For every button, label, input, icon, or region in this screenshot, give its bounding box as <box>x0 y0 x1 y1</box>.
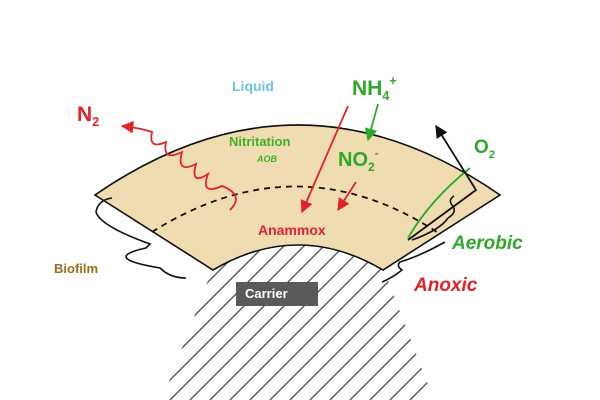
anoxic-label: Anoxic <box>414 275 478 296</box>
concentration-axis <box>407 124 478 241</box>
anoxic-brace <box>381 241 446 283</box>
carrier-label: Carrier <box>245 286 288 301</box>
o2-diffusion-curve <box>407 167 471 239</box>
aerobic-brace <box>447 195 456 219</box>
liquid-label: Liquid <box>232 78 274 94</box>
n2-release-arrow <box>120 120 237 211</box>
biofilm-label: Biofilm <box>54 261 99 276</box>
anammox-label: Anammox <box>258 222 326 238</box>
n2-formula: N2 <box>77 103 100 129</box>
biofilm-brace <box>95 197 187 279</box>
nitritation-label: Nitritation <box>229 134 291 149</box>
o2-formula: O2 <box>474 137 496 161</box>
biofilm-band <box>93 124 502 271</box>
aerobic-brace-lower <box>411 217 449 241</box>
aerobic-label: Aerobic <box>452 233 523 254</box>
aerobic-anoxic-boundary <box>151 185 441 235</box>
aob-label: AOB <box>257 154 277 164</box>
nh4-formula: NH4+ <box>352 74 397 103</box>
nh4-to-no2-arrow <box>364 103 379 142</box>
nh4-to-anammox-arrow <box>300 105 349 214</box>
no2-formula: NO2- <box>338 146 379 174</box>
carrier-box <box>236 282 318 306</box>
no2-to-anammox-arrow <box>337 181 357 212</box>
